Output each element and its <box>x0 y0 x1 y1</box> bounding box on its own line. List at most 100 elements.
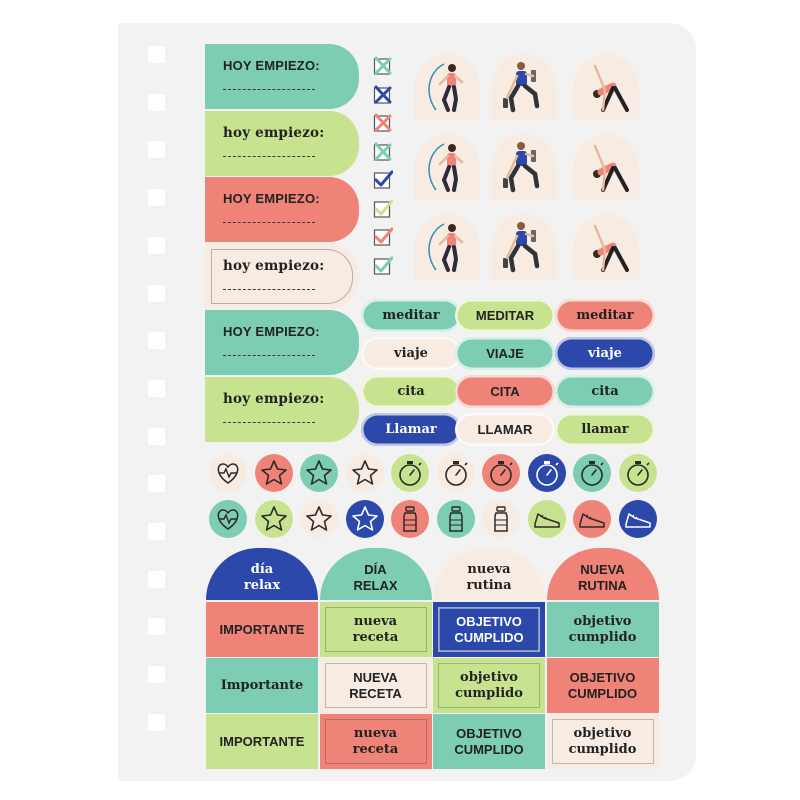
cell-label-line: nueva <box>353 613 398 629</box>
cell-label-line: cumplido <box>455 685 523 701</box>
hoy-empiezo-tab-sticker: HOY EMPIEZO: <box>205 44 359 109</box>
sneaker-icon <box>573 500 611 538</box>
activity-pill-sticker: CITA <box>455 375 555 408</box>
navy-check-icon <box>373 170 394 190</box>
sneaker-icon <box>527 500 566 538</box>
activity-pill-sticker: meditar <box>361 299 461 332</box>
tab-title: hoy empiezo: <box>223 125 325 141</box>
stopwatch-icon <box>436 454 475 492</box>
cell-label-line: IMPORTANTE <box>219 621 305 637</box>
binder-hole <box>148 284 165 302</box>
coral-x-icon <box>373 113 393 133</box>
dumbbell-lunge-figure-icon <box>491 214 557 280</box>
hoy-empiezo-tab-sticker: HOY EMPIEZO: <box>205 310 359 375</box>
write-in-line <box>223 222 315 223</box>
pill-label: viaje <box>394 346 428 361</box>
arch-label-line: relax <box>243 578 281 593</box>
pill-label: viaje <box>588 346 622 361</box>
lime-check-icon <box>373 199 394 219</box>
cell-label-line: Importante <box>220 677 304 693</box>
pill-label: VIAJE <box>486 346 524 361</box>
hoy-empiezo-tab-sticker: hoy empiezo: <box>205 111 359 176</box>
label-cell-sticker: IMPORTANTE <box>206 602 318 657</box>
activity-pill-sticker: cita <box>361 375 461 408</box>
hoy-empiezo-tab-sticker: hoy empiezo: <box>205 244 359 309</box>
cell-label-line: OBJETIVO <box>569 669 636 685</box>
binder-hole <box>148 666 165 684</box>
tab-title: hoy empiezo: <box>223 258 325 274</box>
pill-label: Llamar <box>385 422 437 437</box>
star-icon <box>254 454 293 492</box>
cell-label-line: IMPORTANTE <box>219 733 305 749</box>
activity-pill-sticker: VIAJE <box>455 337 555 370</box>
cell-label-line: OBJETIVO <box>456 725 522 741</box>
binder-hole <box>148 475 165 493</box>
star-icon <box>345 500 384 538</box>
stopwatch-icon <box>573 454 611 492</box>
cell-label-line: NUEVA <box>353 669 398 685</box>
arch-label-line: rutina <box>466 578 512 593</box>
write-in-line <box>223 355 315 356</box>
hoy-empiezo-tab-sticker: HOY EMPIEZO: <box>205 177 359 242</box>
cell-label-line: objetivo <box>573 725 632 741</box>
binder-hole <box>148 189 165 207</box>
cell-label-line: RECETA <box>349 685 402 701</box>
binder-hole <box>148 379 165 397</box>
cell-label-line: cumplido <box>568 629 637 645</box>
stopwatch-icon <box>618 454 657 492</box>
arch-label-line: día <box>250 562 274 577</box>
navy-x-icon <box>373 85 393 105</box>
binder-hole <box>148 713 165 731</box>
cell-label-line: nueva <box>353 725 398 741</box>
pill-label: cita <box>397 384 425 399</box>
stopwatch-icon <box>391 454 429 492</box>
activity-pill-sticker: LLAMAR <box>455 413 555 446</box>
stopwatch-icon <box>482 454 520 492</box>
coral-check-icon <box>373 227 394 247</box>
cell-label-line: cumplido <box>568 741 637 757</box>
write-in-line <box>223 289 315 290</box>
tab-title: hoy empiezo: <box>223 391 325 407</box>
activity-pill-sticker: MEDITAR <box>455 299 555 332</box>
dumbbell-lunge-figure-icon <box>491 54 557 120</box>
triangle-pose-figure-icon <box>573 54 639 120</box>
arch-label-line: DÍA <box>364 562 387 577</box>
pill-label: meditar <box>576 308 634 323</box>
water-bottle-icon <box>482 500 520 538</box>
jump-rope-figure-icon <box>414 54 480 120</box>
cell-label-line: CUMPLIDO <box>454 741 524 757</box>
stopwatch-icon <box>527 454 566 492</box>
arch-label-line: RELAX <box>353 578 398 593</box>
jump-rope-figure-icon <box>414 214 480 280</box>
binder-hole <box>148 141 165 159</box>
write-in-line <box>223 422 315 423</box>
binder-hole <box>148 236 165 254</box>
activity-pill-sticker: llamar <box>555 413 655 446</box>
pill-label: llamar <box>581 422 629 437</box>
teal-x-icon <box>373 56 393 76</box>
jump-rope-figure-icon <box>414 134 480 200</box>
dumbbell-lunge-figure-icon <box>491 134 557 200</box>
arch-label-line: nueva <box>467 562 511 577</box>
star-icon <box>345 454 384 492</box>
hoy-empiezo-tab-sticker: hoy empiezo: <box>205 377 359 442</box>
teal-check-icon <box>373 256 394 276</box>
binder-hole <box>148 427 165 445</box>
tab-title: HOY EMPIEZO: <box>223 191 320 206</box>
triangle-pose-figure-icon <box>573 134 639 200</box>
arch-label-line: RUTINA <box>577 578 628 593</box>
activity-pill-sticker: cita <box>555 375 655 408</box>
pill-label: CITA <box>490 384 520 399</box>
cell-label-line: CUMPLIDO <box>454 629 524 645</box>
water-bottle-icon <box>436 500 475 538</box>
cell-label-line: receta <box>352 741 399 757</box>
teal-x-icon <box>373 142 393 162</box>
binder-hole <box>148 523 165 540</box>
